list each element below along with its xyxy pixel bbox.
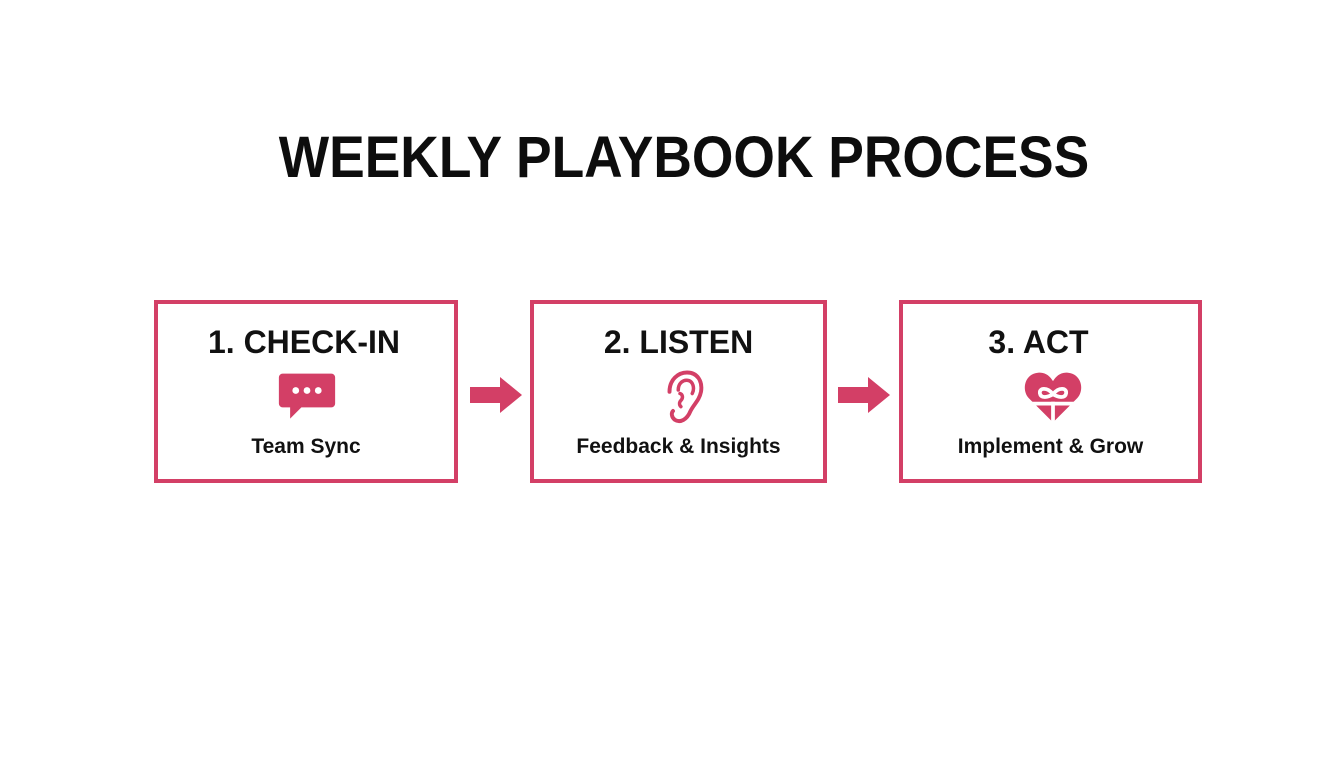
- step-check-in: 1. CHECK-IN Team Sync: [154, 300, 458, 483]
- step-heading: 1. CHECK-IN: [207, 324, 400, 360]
- step-heading: 2. LISTEN: [603, 324, 754, 360]
- arrow-right-icon: [470, 377, 522, 413]
- step-heading: 3. ACT: [988, 324, 1089, 360]
- heart-gift-icon: [1023, 372, 1083, 427]
- arrow-right-icon: [838, 377, 890, 413]
- diagram-title: WEEKLY PLAYBOOK PROCESS: [278, 125, 1090, 190]
- step-act: 3. ACT Implement & Grow: [899, 300, 1202, 483]
- chat-bubble-icon: [278, 373, 336, 419]
- ear-icon: [667, 370, 704, 424]
- step-caption: Feedback & Insights: [576, 435, 781, 458]
- step-listen: 2. LISTEN Feedback & Insights: [530, 300, 827, 483]
- step-caption: Team Sync: [251, 435, 361, 458]
- step-caption: Implement & Grow: [957, 435, 1144, 458]
